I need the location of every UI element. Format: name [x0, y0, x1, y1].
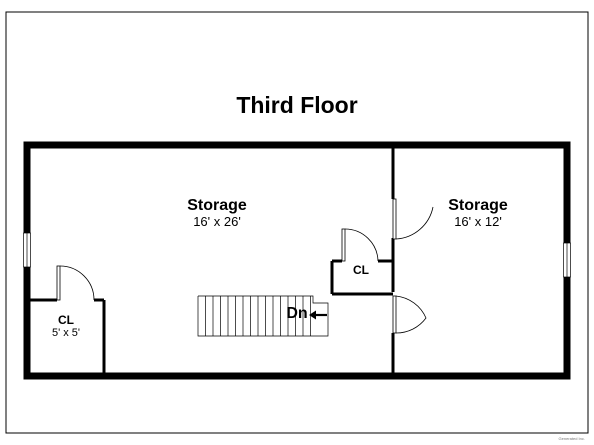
room-storage-right-name: Storage	[448, 197, 508, 214]
window-right	[563, 242, 571, 278]
room-storage-main-name: Storage	[187, 197, 247, 214]
window-left	[23, 232, 31, 268]
room-storage-main-dimensions: 16' x 26'	[193, 214, 241, 229]
door-storage-right	[392, 198, 434, 240]
arrow-left-icon	[309, 310, 327, 320]
room-closet-left-name: CL	[58, 313, 74, 327]
page-frame	[5, 11, 589, 434]
room-closet-left-dimensions: 5' x 5'	[52, 327, 80, 339]
staircase	[197, 295, 329, 337]
exterior-walls	[23, 141, 571, 380]
door-stair-landing	[392, 295, 427, 334]
room-closet-center-name: CL	[353, 263, 369, 277]
stairs-down-label: Dn	[286, 305, 307, 322]
floor-title: Third Floor	[236, 92, 357, 118]
credit-text: Generated Inc.	[559, 436, 585, 441]
door-closet-left	[56, 265, 95, 301]
door-closet-center	[341, 228, 379, 262]
interior-walls	[30, 148, 395, 373]
room-storage-right-dimensions: 16' x 12'	[454, 214, 502, 229]
